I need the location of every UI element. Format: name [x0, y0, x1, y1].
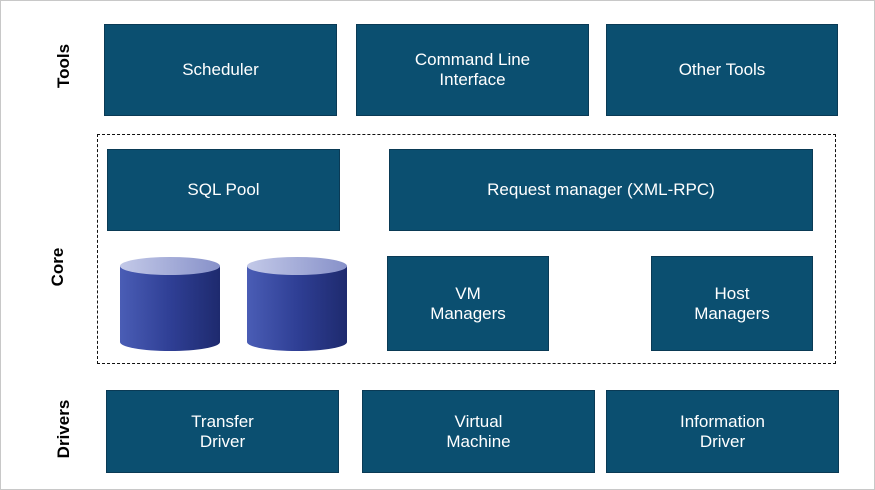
- drivers-row-label: Drivers: [54, 399, 73, 459]
- vm-managers-box: VM Managers: [387, 256, 549, 351]
- command-line-interface-box: Command Line Interface: [356, 24, 589, 116]
- database-icon: [120, 257, 220, 351]
- virtual-machine-box: Virtual Machine: [362, 390, 595, 473]
- tools-row-label: Tools: [54, 43, 73, 89]
- core-container: [97, 134, 836, 364]
- sql-pool-box: SQL Pool: [107, 149, 340, 231]
- core-row-label: Core: [48, 247, 67, 287]
- request-manager-box: Request manager (XML-RPC): [389, 149, 813, 231]
- transfer-driver-box: Transfer Driver: [106, 390, 339, 473]
- information-driver-box: Information Driver: [606, 390, 839, 473]
- other-tools-box: Other Tools: [606, 24, 838, 116]
- database-icon: [247, 257, 347, 351]
- scheduler-box: Scheduler: [104, 24, 337, 116]
- host-managers-box: Host Managers: [651, 256, 813, 351]
